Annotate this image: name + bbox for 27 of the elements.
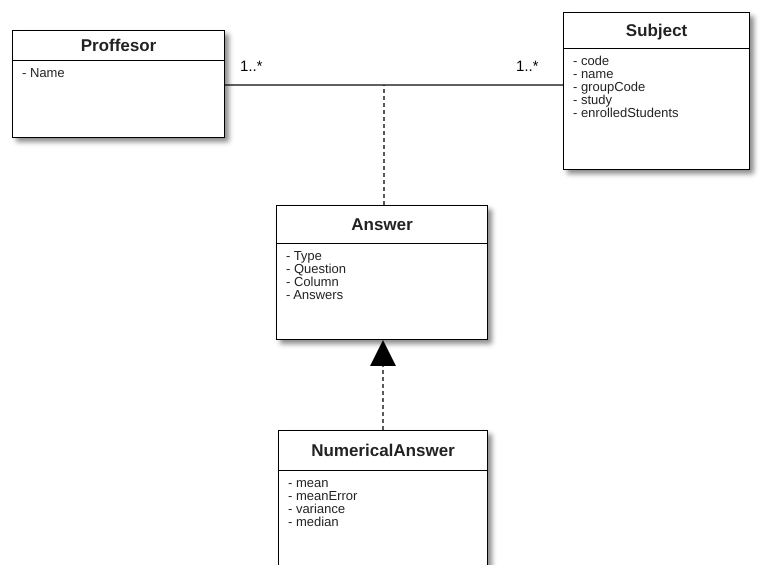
dashed-connector xyxy=(370,340,396,430)
class-name: Proffesor xyxy=(80,34,156,57)
attribute-text: - enrolledStudents xyxy=(573,106,680,119)
attribute-text: - meanError xyxy=(288,489,358,502)
attribute-text: - median xyxy=(288,515,340,528)
attribute-text: - Question xyxy=(286,262,347,275)
class-box xyxy=(563,12,750,170)
attribute-text: - Type xyxy=(286,249,323,262)
attribute-text: - Answers xyxy=(286,288,344,301)
class-name: NumericalAnswer xyxy=(311,440,455,462)
dashed-connector xyxy=(383,85,385,205)
attribute-text: - Name xyxy=(22,66,66,79)
attribute-text: - mean xyxy=(288,476,330,489)
attribute-text: - Column xyxy=(286,275,339,288)
attribute-text: - code xyxy=(573,54,610,67)
attribute-text: - name xyxy=(573,67,614,80)
multiplicity-label: 1..* xyxy=(240,57,263,77)
association-line xyxy=(225,84,563,86)
class-box xyxy=(276,205,488,340)
attribute-text: - study xyxy=(573,93,612,106)
class-box xyxy=(12,30,225,138)
class-name: Answer xyxy=(351,214,413,236)
attribute-text: - variance xyxy=(288,502,346,515)
attribute-text: - groupCode xyxy=(573,80,646,93)
class-name: Subject xyxy=(626,20,688,42)
multiplicity-label: 1..* xyxy=(516,57,539,77)
class-box xyxy=(278,430,488,565)
